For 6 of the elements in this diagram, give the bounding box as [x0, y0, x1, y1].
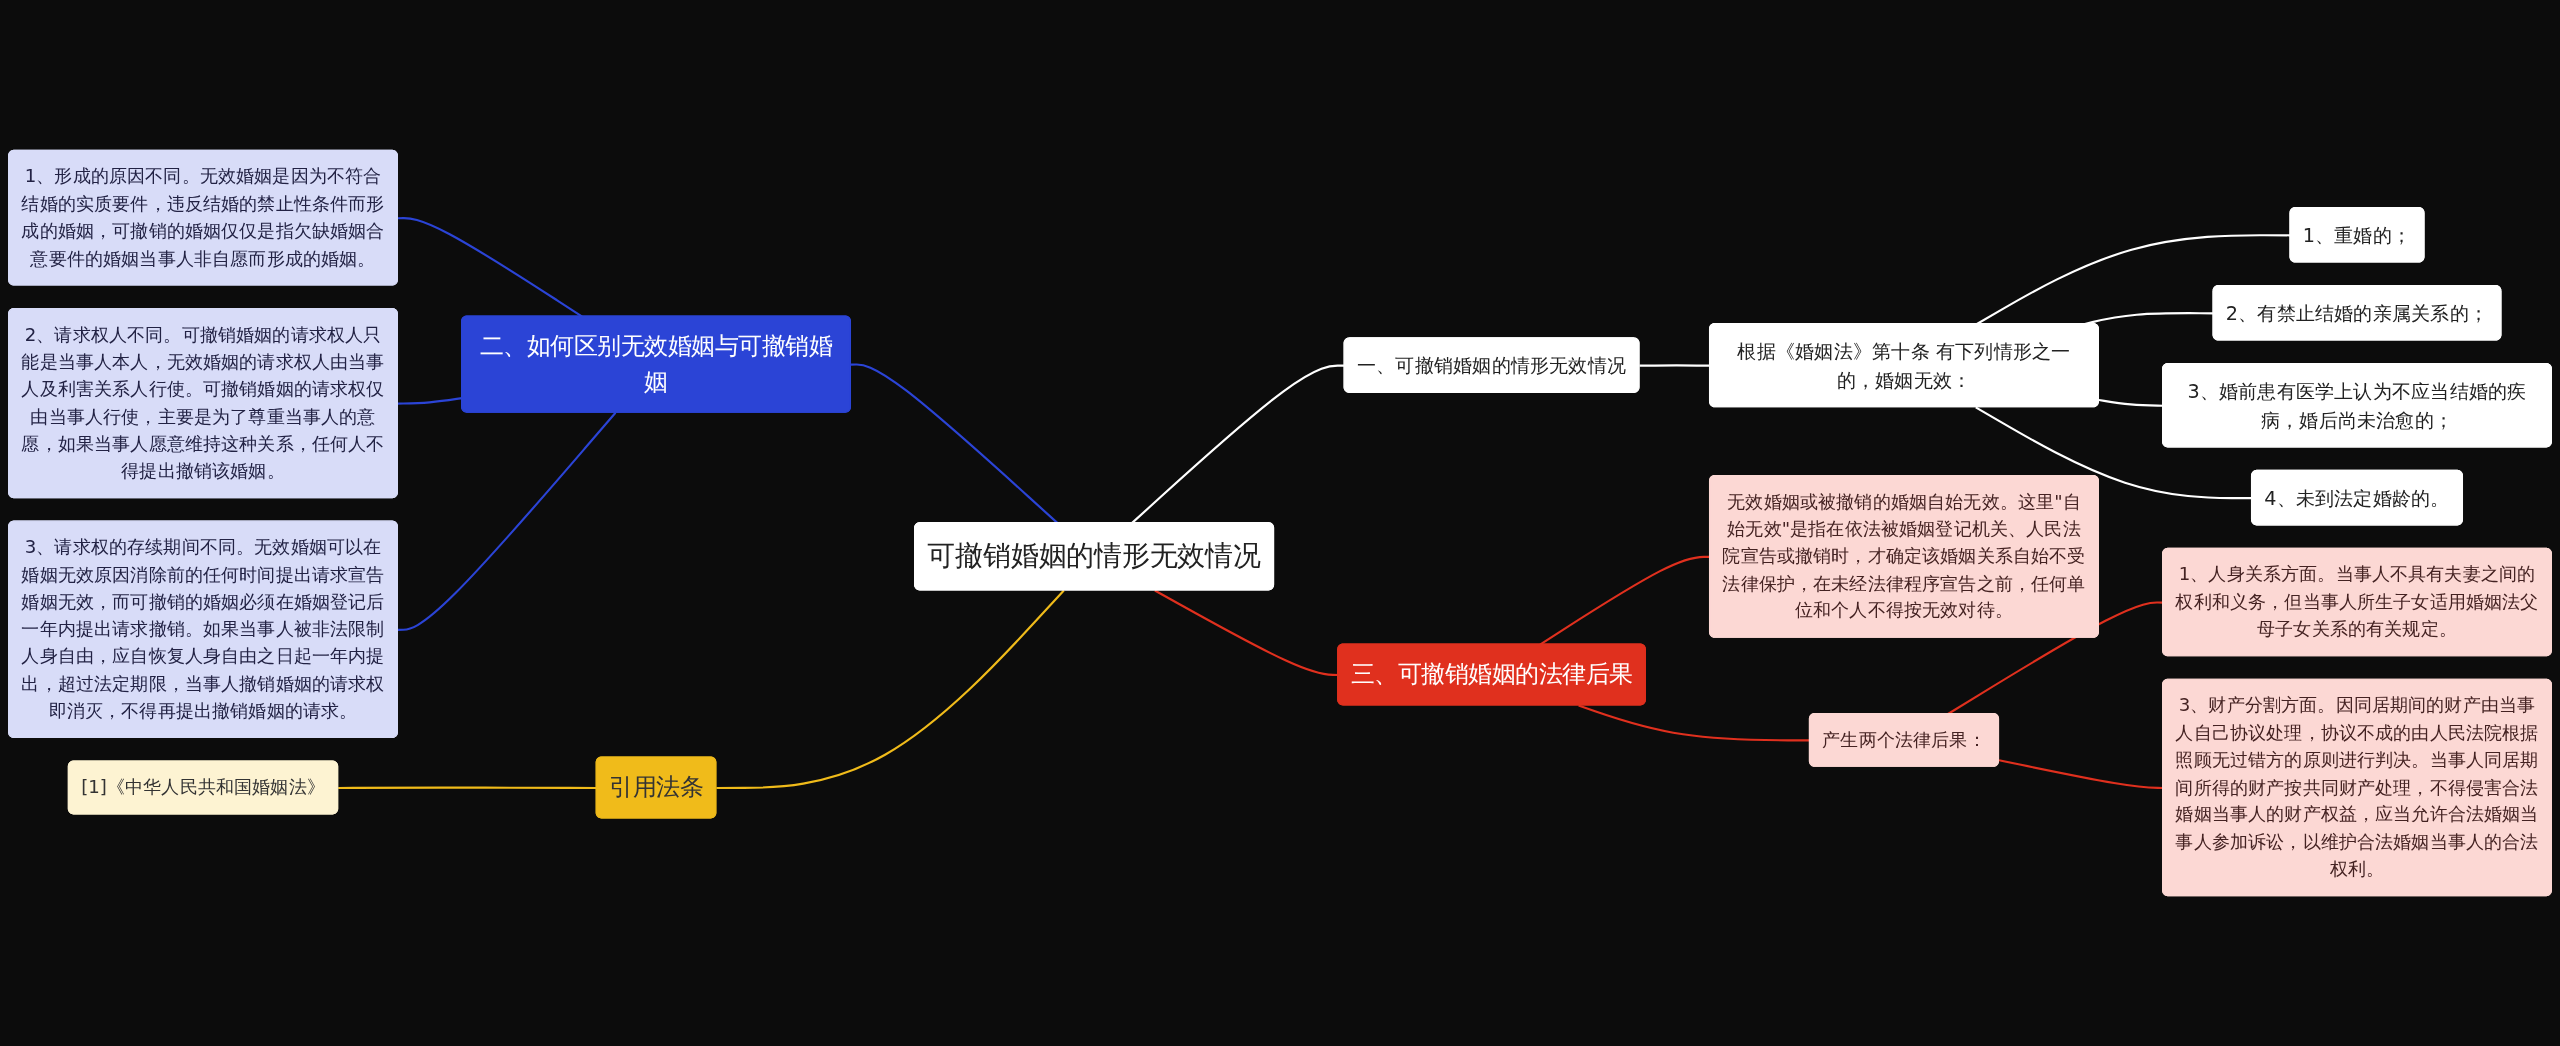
connector: [851, 363, 1059, 524]
connector: [338, 786, 597, 790]
connector: [716, 589, 1065, 790]
connector: [398, 412, 617, 631]
connector: [1578, 704, 1810, 742]
connector: [1131, 364, 1345, 524]
